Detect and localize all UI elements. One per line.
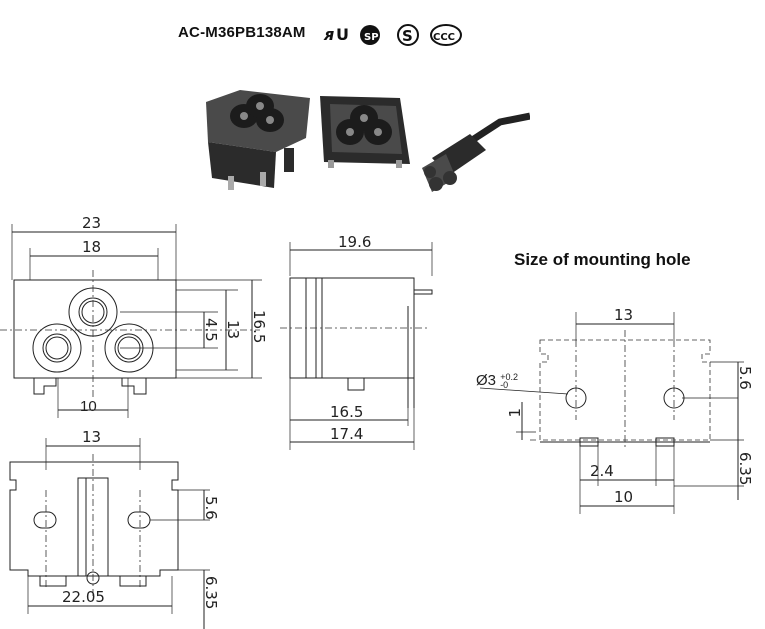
ul-recognized-icon: ᴙ U (323, 25, 349, 44)
dim-mount-offset: 1 (506, 408, 524, 418)
mounting-hole-title: Size of mounting hole (514, 250, 691, 269)
dim-mount-spacing: 13 (614, 306, 633, 324)
dim-mount-pin-length: 6.35 (736, 452, 754, 485)
ccc-icon: CCC (430, 24, 462, 46)
svg-text:U: U (336, 25, 349, 44)
csa-icon: SP (360, 25, 380, 45)
dim-tolerance-plus: +0.2 (500, 372, 518, 383)
svg-text:S: S (402, 27, 413, 45)
dim-mount-pin-spacing: 10 (614, 488, 633, 506)
mounting-hole-drawing: 13 5.6 6.35 1 2.4 10 (479, 306, 754, 514)
product-photos (206, 90, 530, 192)
dim-mount-hole-height: 5.6 (736, 366, 754, 390)
dim-center-offset: 4.5 (202, 318, 220, 342)
dim-hole-diameter: Ø3 (476, 372, 497, 389)
dim-overall-height: 16.5 (250, 310, 268, 343)
dim-bottom-width: 22.05 (62, 588, 105, 606)
socket-photo-front (206, 90, 310, 190)
dim-bottom-pin-length: 6.35 (202, 576, 220, 609)
bottom-body-outline (9, 461, 179, 577)
clover-opening (32, 287, 154, 373)
dim-inner-height: 13 (224, 320, 242, 339)
front-view-drawing: 23 18 4.5 13 16.5 (0, 214, 268, 418)
svg-text:SP: SP (364, 32, 379, 43)
dim-front-pin-spacing: 10 (80, 398, 97, 415)
dim-tolerance-minus: -0 (500, 380, 509, 391)
bottom-view-drawing: 13 5.6 22.05 6.35 (9, 430, 220, 629)
svg-text:CCC: CCC (433, 32, 455, 43)
socket-photo-angle (320, 96, 410, 168)
dim-mount-pin-width: 2.4 (590, 462, 614, 480)
dim-body-width: 18 (82, 238, 101, 256)
dim-bottom-pin-spacing: 13 (82, 430, 101, 446)
side-view-drawing: 19.6 16.5 17.4 (280, 233, 433, 450)
panel-cutout-outline (539, 339, 711, 441)
model-number: AC-M36PB138AM (178, 24, 306, 41)
dim-body-depth: 16.5 (330, 403, 363, 421)
semko-s-icon: S (397, 24, 419, 46)
dim-bottom-hole-height: 5.6 (202, 496, 220, 520)
dim-hole-diameter-group: Ø3 +0.2 -0 (476, 372, 518, 391)
dim-overall-depth: 19.6 (338, 233, 371, 251)
certification-marks: ᴙ U SP S CCC (323, 24, 462, 46)
dim-overall-width: 23 (82, 214, 101, 232)
plug-cable-photo (422, 112, 530, 192)
dim-total-depth: 17.4 (330, 425, 363, 443)
svg-text:ᴙ: ᴙ (323, 25, 334, 44)
